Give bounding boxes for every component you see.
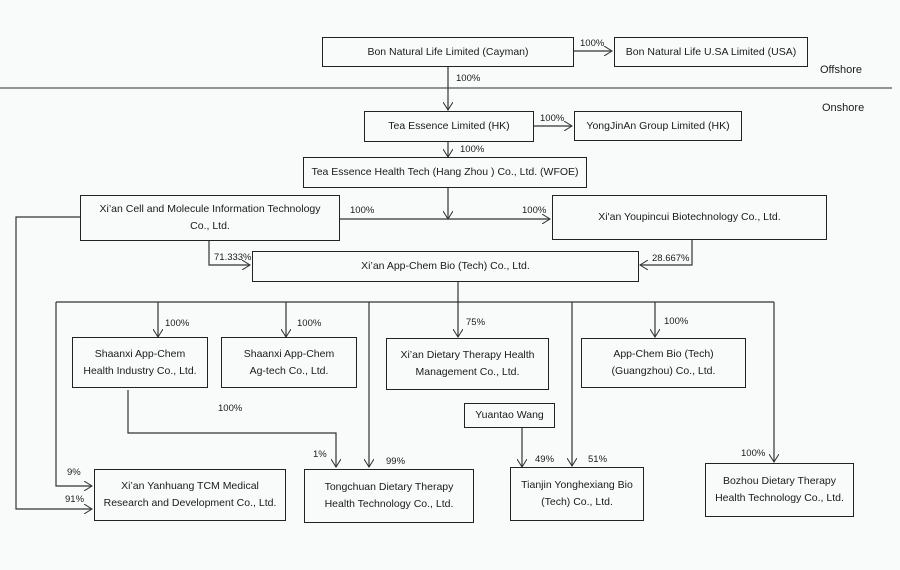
entity-wfoe: Tea Essence Health Tech (Hang Zhou ) Co.…: [303, 157, 587, 188]
pct-appchem-shaanxi-health: 100%: [165, 318, 190, 329]
pct-appchem-tianjin: 51%: [588, 454, 608, 465]
entity-yanhuang: Xi’an Yanhuang TCM Medical Research and …: [94, 469, 286, 521]
pct-cell-yanhuang: 91%: [65, 494, 85, 505]
pct-appchem-shaanxi-ag: 100%: [297, 318, 322, 329]
entity-tianjin: Tianjin Yonghexiang Bio (Tech) Co., Ltd.: [510, 467, 644, 521]
pct-appchem-guangzhou: 100%: [664, 316, 689, 327]
pct-wfoe-cell: 100%: [350, 205, 375, 216]
pct-appchem-dietary-mgmt: 75%: [466, 317, 486, 328]
pct-appchem-bozhou: 100%: [741, 448, 766, 459]
pct-wfoe-youpincui: 100%: [522, 205, 547, 216]
entity-guangzhou: App-Chem Bio (Tech) (Guangzhou) Co., Ltd…: [581, 338, 746, 388]
pct-tea-yongjinan: 100%: [540, 113, 565, 124]
entity-yuantao: Yuantao Wang: [464, 403, 555, 428]
entity-shaanxi-ag: Shaanxi App-Chem Ag-tech Co., Ltd.: [221, 337, 357, 388]
pct-tongchuan-1: 1%: [313, 449, 327, 460]
entity-appchem: Xi’an App-Chem Bio (Tech) Co., Ltd.: [252, 251, 639, 282]
entity-bozhou: Bozhou Dietary Therapy Health Technology…: [705, 463, 854, 517]
entity-dietary-mgmt: Xi’an Dietary Therapy Health Management …: [386, 338, 549, 390]
entity-tongchuan: Tongchuan Dietary Therapy Health Technol…: [304, 469, 474, 523]
entity-youpincui: Xi'an Youpincui Biotechnology Co., Ltd.: [552, 195, 827, 240]
pct-cayman-usa: 100%: [580, 38, 605, 49]
pct-appchem-tongchuan: 99%: [386, 456, 406, 467]
pct-youpincui-appchem: 28.667%: [652, 253, 690, 264]
entity-usa: Bon Natural Life U.SA Limited (USA): [614, 37, 808, 67]
pct-yuantao-tianjin: 49%: [535, 454, 555, 465]
pct-tea-wfoe: 100%: [460, 144, 485, 155]
entity-cell: Xi’an Cell and Molecule Information Tech…: [80, 195, 340, 241]
pct-shaanxi-health-tongchuan: 100%: [218, 403, 243, 414]
pct-appchem-yanhuang: 9%: [67, 467, 81, 478]
entity-tea-hk: Tea Essence Limited (HK): [364, 111, 534, 142]
pct-cayman-tea: 100%: [456, 73, 481, 84]
zone-label-onshore: Onshore: [822, 102, 865, 114]
entity-yongjinan: YongJinAn Group Limited (HK): [574, 111, 742, 141]
entity-shaanxi-health: Shaanxi App-Chem Health Industry Co., Lt…: [72, 337, 208, 388]
entity-cayman: Bon Natural Life Limited (Cayman): [322, 37, 574, 67]
zone-label-offshore: Offshore: [820, 64, 862, 76]
pct-cell-appchem: 71.333%: [214, 252, 252, 263]
